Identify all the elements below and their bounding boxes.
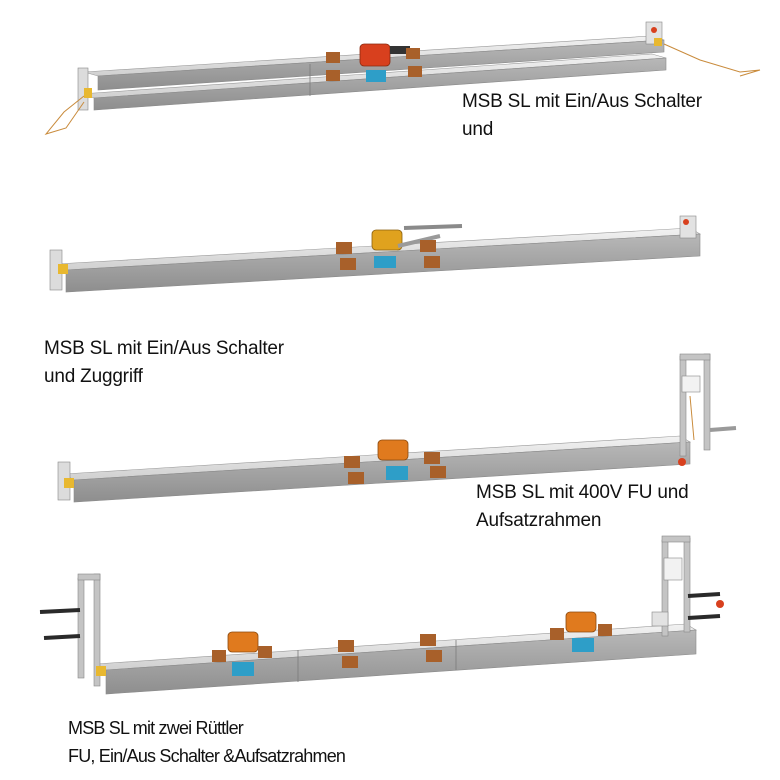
caption-line: Aufsatzrahmen bbox=[476, 510, 602, 531]
caption-line: MSB SL mit Ein/Aus Schalter bbox=[462, 91, 702, 112]
screed-rail-two-vibrators bbox=[39, 535, 724, 695]
screed-double-rail-switch bbox=[44, 21, 761, 135]
caption-line: MSB SL mit zwei Rüttler bbox=[68, 718, 244, 738]
caption-fu-frame: MSB SL mit 400V FU und Aufsatzrahmen bbox=[476, 479, 689, 535]
caption-line: MSB SL mit Ein/Aus Schalter bbox=[44, 338, 284, 359]
screed-rail-pull-handle bbox=[49, 215, 701, 293]
caption-line: und Zuggriff bbox=[44, 366, 143, 387]
caption-line: MSB SL mit 400V FU und bbox=[476, 482, 689, 503]
caption-two-vibrators: MSB SL mit zwei Rüttler FU, Ein/Aus Scha… bbox=[68, 714, 346, 770]
caption-line: und bbox=[462, 119, 494, 140]
screed-rail-fu-frame bbox=[57, 353, 737, 503]
caption-line: FU, Ein/Aus Schalter &Aufsatzrahmen bbox=[68, 746, 346, 766]
caption-switch-pull-handle: MSB SL mit Ein/Aus Schalter und Zuggriff bbox=[44, 335, 284, 391]
caption-switch-double-rail: MSB SL mit Ein/Aus Schalter und bbox=[462, 88, 702, 144]
